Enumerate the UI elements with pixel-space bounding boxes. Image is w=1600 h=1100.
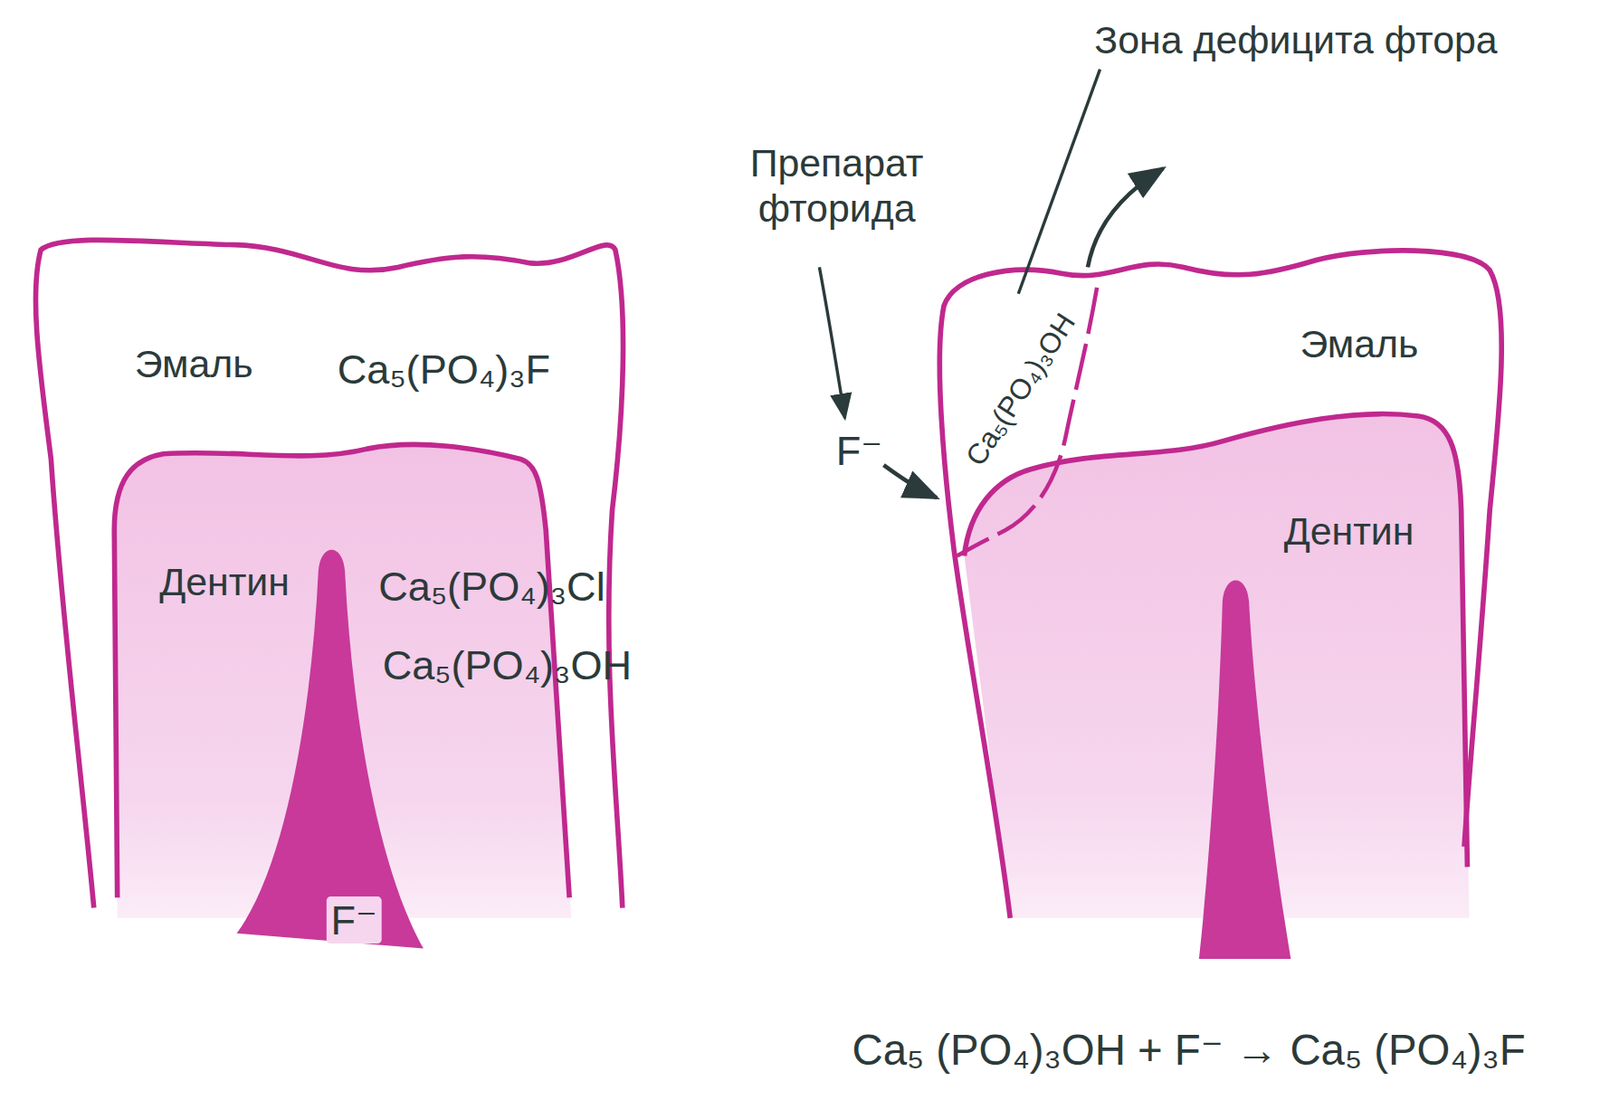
ion-label: F⁻: [326, 896, 381, 944]
callout-label: Препарат фторида: [724, 142, 950, 232]
tooth-outline: [35, 239, 623, 908]
callout-label: Зона дефицита фтора: [1094, 18, 1497, 63]
ion-label: F⁻: [836, 427, 883, 475]
equation: Ca₅ (PO₄)₃OH + F⁻ → Ca₅ (PO₄)₃F: [851, 1026, 1525, 1076]
pulp: [1199, 580, 1291, 960]
pulp: [237, 550, 424, 950]
part-label: Дентин: [159, 561, 290, 606]
formula-label: Ca₅(PO₄)₃OH: [382, 641, 632, 689]
part-label: Эмаль: [134, 342, 254, 388]
formula-label: Ca₅(PO₄)₃OH: [959, 307, 1082, 472]
formula-label: Ca₅(PO₄)₃Cl: [378, 562, 605, 610]
drug-arrow: [819, 266, 845, 419]
formula-label: Ca₅(PO₄)₃F: [337, 345, 551, 393]
part-label: Дентин: [1284, 510, 1415, 555]
part-label: Эмаль: [1299, 322, 1419, 367]
outflow-arrow: [1087, 168, 1163, 267]
zone-boundary: [957, 287, 1097, 557]
fluoride-arrow: [883, 465, 937, 498]
tooth-outline: [939, 250, 1502, 919]
